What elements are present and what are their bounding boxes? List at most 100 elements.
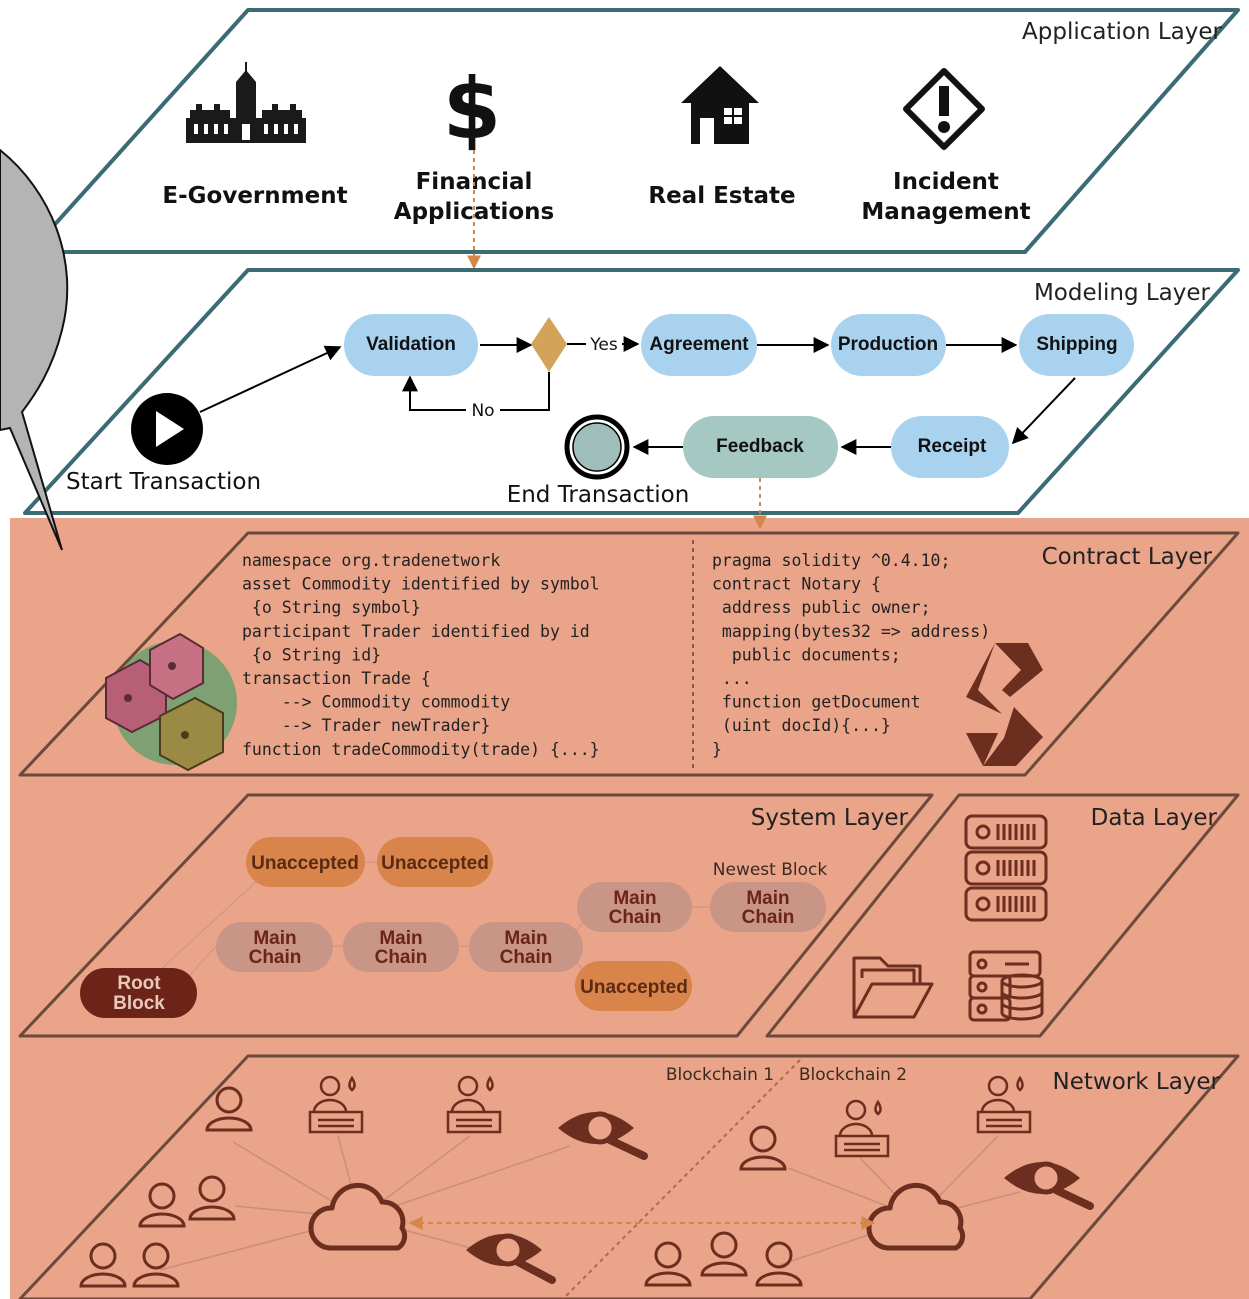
agreement-label: Agreement	[649, 334, 749, 355]
production-node	[831, 314, 946, 376]
main-chain-label-line2: Chain	[500, 947, 553, 968]
data-layer-title: Data Layer	[1091, 805, 1218, 831]
warning-icon	[903, 68, 985, 150]
user-icon	[700, 1231, 748, 1277]
cloud-icon	[308, 1182, 408, 1251]
application-layer-title: Application Layer	[1022, 19, 1222, 45]
no-label: No	[471, 401, 494, 421]
user-icon	[644, 1241, 692, 1287]
composer-code-line: {o String symbol}	[242, 598, 421, 617]
decision-no-line	[500, 372, 550, 411]
composer-code-line: namespace org.tradenetwork	[242, 551, 500, 570]
end-transaction-label: End Transaction	[507, 482, 690, 508]
composer-code-line: transaction Trade {	[242, 669, 431, 688]
notary-stamp-icon	[308, 1075, 364, 1134]
start-transaction-icon	[131, 393, 203, 465]
contract-layer-frame	[18, 531, 1240, 777]
incident-label-line1: Incident	[893, 169, 999, 195]
receipt-label: Receipt	[918, 436, 987, 457]
solidity-code-line: address public owner;	[712, 598, 931, 617]
main-chain-node	[469, 922, 583, 972]
main-chain-label-line2: Chain	[375, 947, 428, 968]
user-icon	[132, 1242, 180, 1288]
application-layer: Application Layer E-Government $ Financi…	[28, 8, 1240, 270]
composer-code-block: namespace org.tradenetwork asset Commodit…	[242, 551, 600, 759]
receipt-node	[891, 416, 1009, 478]
unaccepted-label: Unaccepted	[251, 853, 359, 874]
composer-code-line: participant Trader identified by id	[242, 622, 590, 641]
main-chain-label-line1: Main	[504, 928, 547, 949]
main-chain-node	[577, 882, 692, 932]
newest-block-label: Newest Block	[713, 860, 828, 880]
composer-code-line: --> Commodity commodity	[242, 693, 510, 712]
house-icon	[681, 66, 759, 144]
incident-label-line2: Management	[861, 199, 1030, 225]
newest-block-node	[710, 882, 826, 932]
dollar-icon: $	[443, 60, 501, 158]
shipping-node	[1019, 314, 1134, 376]
user-icon	[138, 1182, 186, 1228]
system-layer-title: System Layer	[751, 805, 909, 831]
main-chain-label-line2: Chain	[249, 947, 302, 968]
composer-code-line: --> Trader newTrader}	[242, 716, 490, 735]
main-chain-label-line2: Chain	[742, 907, 795, 928]
decision-diamond	[531, 317, 567, 372]
modeling-layer-title: Modeling Layer	[1034, 280, 1211, 306]
solidity-code-line: function getDocument	[712, 693, 921, 712]
server-rack-icon	[964, 814, 1048, 922]
solidity-logo-icon	[966, 643, 1043, 766]
validation-node	[344, 314, 478, 376]
composer-cubes-icon	[105, 632, 237, 772]
main-chain-label-line1: Main	[746, 888, 789, 909]
solidity-code-line: contract Notary {	[712, 575, 881, 594]
blockchain-divider	[562, 1059, 801, 1299]
no-to-validation-arrow	[402, 375, 466, 411]
blockchain-2-label: Blockchain 2	[799, 1065, 907, 1085]
end-transaction-icon	[564, 414, 630, 480]
solidity-code-line: mapping(bytes32 => address)	[712, 622, 990, 641]
user-icon	[79, 1242, 127, 1288]
root-block-node	[80, 968, 197, 1018]
main-chain-node	[343, 922, 459, 972]
shipping-to-receipt-arrow	[1011, 377, 1076, 445]
system-layer: System Layer Root Block Main Chain Main …	[18, 793, 934, 1038]
user-icon	[755, 1241, 803, 1287]
e-government-label: E-Government	[162, 183, 347, 209]
root-block-line1: Root	[117, 973, 161, 994]
user-icon	[205, 1086, 253, 1132]
feedback-node	[683, 416, 838, 478]
validation-label: Validation	[366, 334, 456, 355]
audit-eye-icon	[558, 1111, 648, 1160]
blockchain-1-label: Blockchain 1	[666, 1065, 774, 1085]
chain-connectors	[159, 861, 710, 976]
shipping-label: Shipping	[1036, 334, 1117, 355]
root-block-line2: Block	[113, 993, 165, 1014]
notary-stamp-icon	[976, 1075, 1032, 1134]
unaccepted-label: Unaccepted	[580, 977, 688, 998]
parliament-icon	[186, 62, 306, 143]
production-label: Production	[838, 334, 938, 355]
composer-code-line: {o String id}	[242, 645, 381, 664]
unaccepted-label: Unaccepted	[381, 853, 489, 874]
solidity-code-line: }	[712, 740, 722, 759]
user-icon	[739, 1125, 787, 1171]
solidity-code-line: pragma solidity ^0.4.10;	[712, 551, 950, 570]
modeling-layer: Modeling Layer Start Transaction Validat…	[23, 268, 1240, 530]
solidity-code-block: pragma solidity ^0.4.10; contract Notary …	[712, 551, 990, 759]
notary-stamp-icon	[834, 1099, 890, 1158]
contract-layer: Contract Layer namespace org.tradenetwor…	[18, 531, 1240, 777]
network-layer: Network Layer Blockchain 1 Blockchain 2	[18, 1054, 1240, 1299]
composer-code-line: asset Commodity identified by symbol	[242, 575, 600, 594]
notary-stamp-icon	[446, 1075, 502, 1134]
main-chain-label-line2: Chain	[609, 907, 662, 928]
main-chain-node	[216, 922, 333, 972]
main-chain-label-line1: Main	[613, 888, 656, 909]
main-chain-label-line1: Main	[253, 928, 296, 949]
financial-label-line2: Applications	[394, 199, 554, 225]
solidity-code-line: public documents;	[712, 645, 901, 664]
audit-eye-icon	[1004, 1161, 1094, 1210]
start-to-validation-arrow	[199, 345, 342, 413]
yes-label: Yes	[589, 335, 618, 355]
composer-code-line: function tradeCommodity(trade) {...}	[242, 740, 600, 759]
